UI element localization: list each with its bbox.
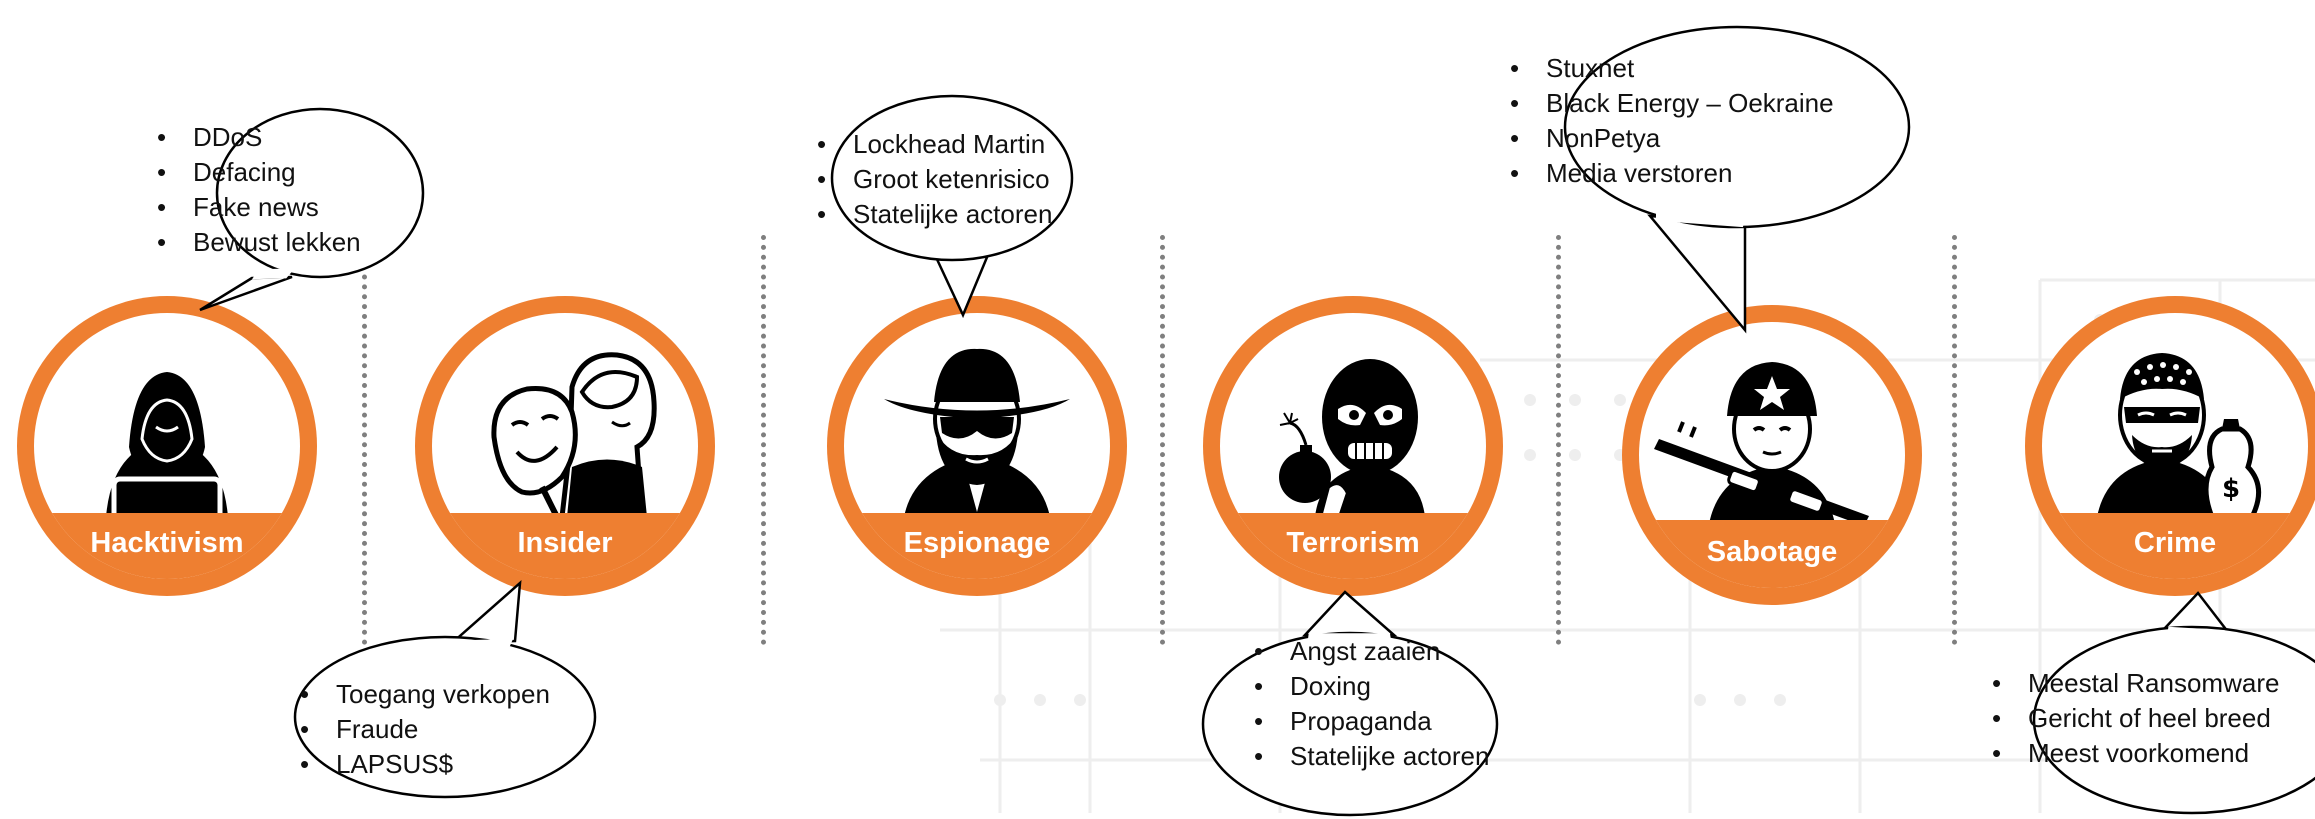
actor-crime: $ Crime: [2025, 296, 2315, 596]
bubble-item: Bewust lekken: [155, 225, 361, 260]
bubble-item: Statelijke actoren: [815, 197, 1052, 232]
bubble-item: Media verstoren: [1508, 156, 1834, 191]
svg-text:$: $: [2222, 474, 2240, 504]
actor-label: Terrorism: [1286, 527, 1420, 559]
dotted-divider-4: [1556, 235, 1561, 645]
actor-icon-frame: [34, 313, 300, 579]
actor-label-band: [844, 513, 1110, 579]
bubble-item-list: StuxnetBlack Energy – OekraineNonPetyaMe…: [1508, 51, 1834, 191]
actor-icon-frame: [844, 313, 1110, 579]
bubble-item: Propaganda: [1252, 704, 1489, 739]
actor-label: Crime: [2133, 527, 2217, 559]
bubble-item-list: Meestal RansomwareGericht of heel breedM…: [1990, 666, 2279, 771]
bubble-item-list: Angst zaaienDoxingPropagandaStatelijke a…: [1252, 634, 1489, 774]
actor-icon-frame: [1220, 313, 1486, 579]
actor-label: Sabotage: [1706, 536, 1838, 568]
bubble-item: DDoS: [155, 120, 361, 155]
bubble-item: Angst zaaien: [1252, 634, 1489, 669]
bubble-item: Fraude: [298, 712, 550, 747]
actor-icon-frame: [1639, 322, 1905, 588]
bubble-item: Defacing: [155, 155, 361, 190]
soldier-rifle-icon: [1654, 362, 1869, 524]
bubble-item: Gericht of heel breed: [1990, 701, 2279, 736]
actor-hacktivism: Hacktivism: [17, 296, 317, 596]
bubble-item: Fake news: [155, 190, 361, 225]
mask-figure-icon: [491, 352, 657, 517]
dotted-divider-5: [1952, 235, 1957, 645]
actor-label: Insider: [517, 527, 613, 559]
actor-espionage: Espionage: [827, 296, 1127, 596]
speech-bubble-insider: Toegang verkopenFraudeLAPSUS$: [291, 579, 599, 801]
bubble-item: Black Energy – Oekraine: [1508, 86, 1834, 121]
bubble-item: Stuxnet: [1508, 51, 1834, 86]
dotted-divider-1: [362, 235, 367, 645]
terrorist-bomb-icon: [1279, 359, 1425, 517]
actor-label-band: [432, 513, 698, 579]
dotted-divider-2: [761, 235, 766, 645]
bubble-item-list: Toegang verkopenFraudeLAPSUS$: [298, 677, 550, 782]
actor-icon-frame: [432, 313, 698, 579]
spy-icon: [884, 348, 1070, 517]
bubble-item: Toegang verkopen: [298, 677, 550, 712]
bubble-item: Statelijke actoren: [1252, 739, 1489, 774]
bubble-item: Meestal Ransomware: [1990, 666, 2279, 701]
bubble-item-list: DDoSDefacingFake newsBewust lekken: [155, 120, 361, 260]
bubble-item: Doxing: [1252, 669, 1489, 704]
speech-bubble-terrorism: Angst zaaienDoxingPropagandaStatelijke a…: [1199, 588, 1501, 819]
actor-sabotage: Sabotage: [1622, 305, 1922, 605]
bubble-item: Meest voorkomend: [1990, 736, 2279, 771]
bubble-item: NonPetya: [1508, 121, 1834, 156]
speech-bubble-hacktivism: DDoSDefacingFake newsBewust lekken: [157, 105, 427, 314]
actor-label: Espionage: [903, 527, 1051, 559]
actor-label-band: [34, 513, 300, 579]
bubble-item: Groot ketenrisico: [815, 162, 1052, 197]
bubble-item: LAPSUS$: [298, 747, 550, 782]
actor-label-band: [1220, 513, 1486, 579]
speech-bubble-sabotage: StuxnetBlack Energy – OekraineNonPetyaMe…: [1510, 23, 1913, 334]
actor-label-band: [1639, 520, 1905, 588]
actor-terrorism: Terrorism: [1203, 296, 1503, 596]
actor-icon-frame: $: [2042, 313, 2308, 579]
dotted-divider-3: [1160, 235, 1165, 645]
actor-label-band: [2042, 513, 2308, 579]
robber-moneybag-icon: $: [2097, 353, 2261, 517]
bubble-item: Lockhead Martin: [815, 127, 1052, 162]
actor-label: Hacktivism: [90, 527, 244, 559]
bubble-item-list: Lockhead MartinGroot ketenrisicoStatelij…: [815, 127, 1052, 232]
speech-bubble-espionage: Lockhead MartinGroot ketenrisicoStatelij…: [817, 92, 1076, 319]
actor-insider: Insider: [415, 296, 715, 596]
hooded-hacker-icon: [106, 372, 228, 517]
speech-bubble-crime: Meestal RansomwareGericht of heel breedM…: [1992, 589, 2315, 817]
